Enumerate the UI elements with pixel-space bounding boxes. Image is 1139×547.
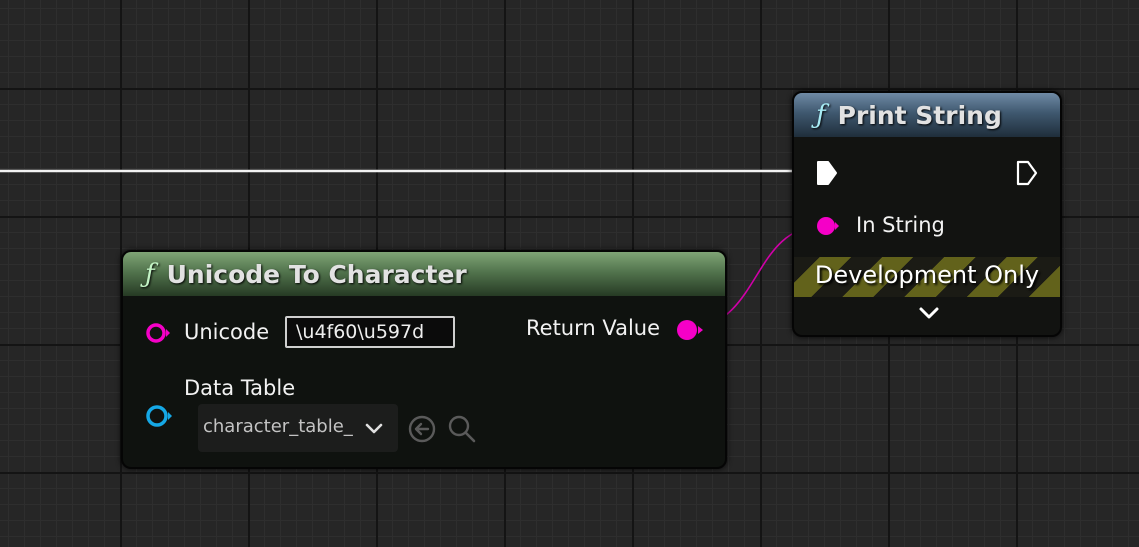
in-string-pin[interactable]	[816, 215, 840, 237]
exec-input-pin[interactable]	[816, 160, 838, 186]
arrow-left-circle-icon[interactable]	[406, 413, 438, 445]
in-string-label: In String	[856, 213, 945, 237]
return-value-pin[interactable]	[675, 319, 705, 341]
development-only-text: Development Only	[814, 261, 1040, 289]
unicode-input-pin[interactable]	[145, 322, 173, 344]
unicode-input[interactable]	[285, 316, 455, 348]
data-table-selected: character_table_	[203, 416, 353, 437]
development-only-banner	[794, 257, 1060, 297]
search-icon[interactable]	[446, 413, 478, 445]
unicode-to-character-header[interactable]: ƒ Unicode To Character	[123, 252, 725, 296]
unicode-to-character-node[interactable]: ƒ Unicode To Character Unicode Return Va…	[121, 250, 727, 469]
return-value-label: Return Value	[526, 316, 661, 340]
data-table-dropdown[interactable]: character_table_	[198, 404, 398, 452]
print-string-node[interactable]: ƒ Print String In String Development Onl…	[792, 91, 1062, 337]
chevron-down-icon	[365, 423, 383, 434]
exec-output-pin[interactable]	[1016, 160, 1038, 186]
unicode-label: Unicode	[184, 320, 270, 344]
unicode-to-character-title: Unicode To Character	[166, 259, 467, 289]
data-table-label: Data Table	[184, 376, 296, 400]
chevron-down-icon[interactable]	[918, 305, 940, 321]
function-icon: ƒ	[145, 259, 155, 289]
print-string-header[interactable]: ƒ Print String	[794, 93, 1060, 137]
print-string-title: Print String	[837, 100, 1002, 130]
function-icon: ƒ	[816, 100, 826, 130]
data-table-pin[interactable]	[145, 404, 175, 428]
